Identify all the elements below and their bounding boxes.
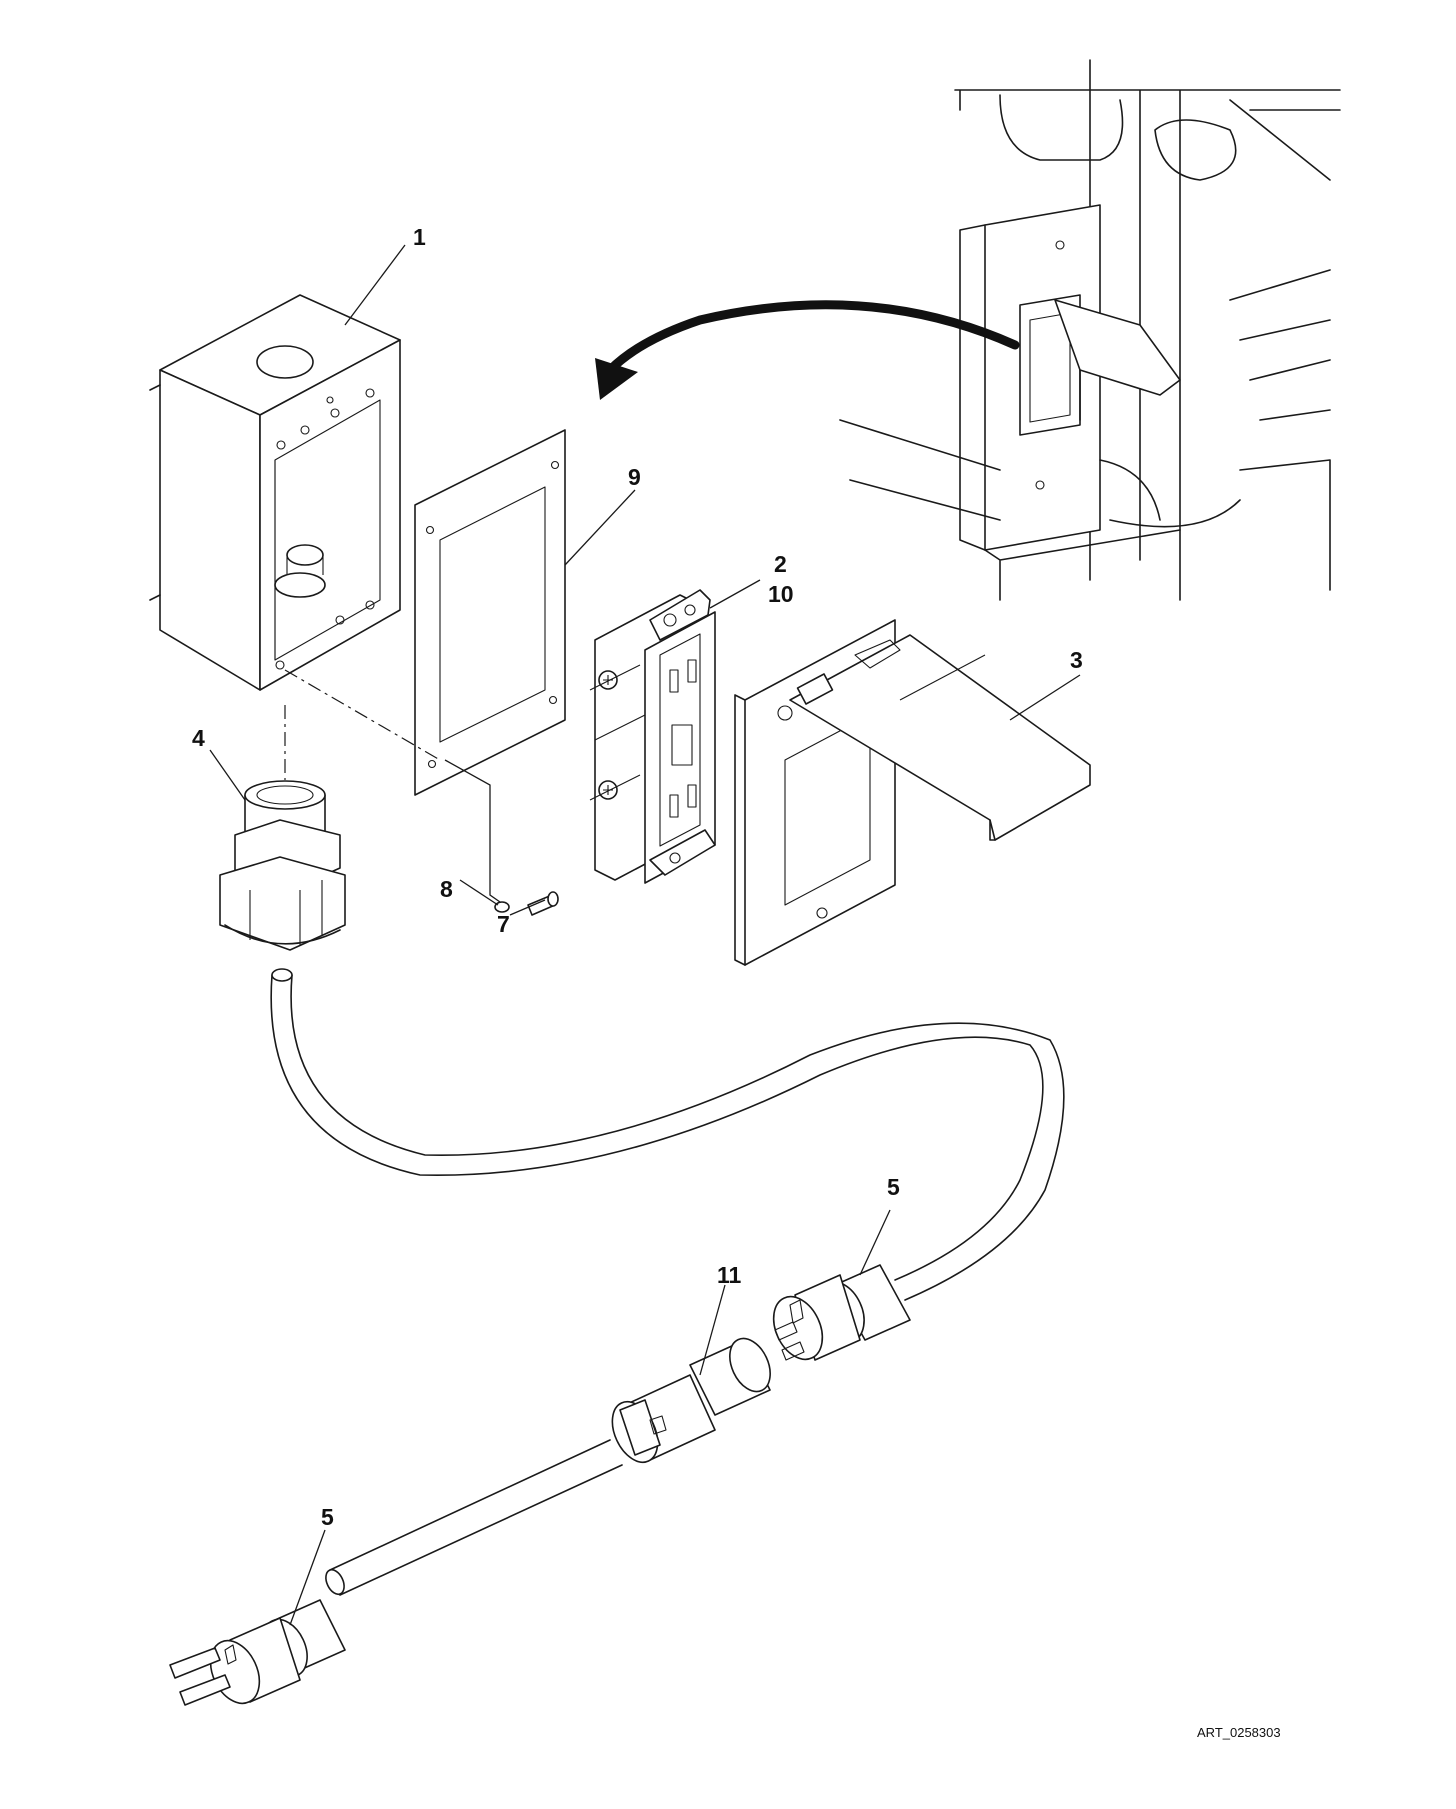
callout-2: 2 xyxy=(774,551,787,577)
gasket xyxy=(414,429,566,796)
art-id: ART_0258303 xyxy=(1197,1725,1281,1740)
installed-location-view xyxy=(839,59,1341,601)
electrical-box xyxy=(149,294,401,691)
callout-8: 8 xyxy=(440,876,453,902)
weatherproof-cover xyxy=(734,619,1091,966)
assembly-centerlines xyxy=(284,669,501,903)
gfci-receptacle xyxy=(589,589,716,884)
callout-3: 3 xyxy=(1070,647,1083,673)
callout-5-upper: 5 xyxy=(887,1174,900,1200)
callout-10: 10 xyxy=(768,581,794,607)
conduit-connector xyxy=(219,780,346,951)
callout-4: 4 xyxy=(192,725,205,751)
callout-9: 9 xyxy=(628,464,641,490)
callout-11: 11 xyxy=(717,1262,742,1288)
callout-leaders xyxy=(209,244,1081,1626)
power-cable xyxy=(270,968,1065,1301)
plug-lower xyxy=(169,1599,346,1706)
inline-connector xyxy=(611,1337,771,1464)
callout-7: 7 xyxy=(497,911,510,937)
screw-and-lockwasher xyxy=(494,891,559,916)
callout-1: 1 xyxy=(413,224,426,250)
plug-upper xyxy=(772,1264,911,1361)
locator-arrow xyxy=(595,300,1020,400)
lower-cable xyxy=(325,1439,623,1596)
callout-5-lower: 5 xyxy=(321,1504,334,1530)
